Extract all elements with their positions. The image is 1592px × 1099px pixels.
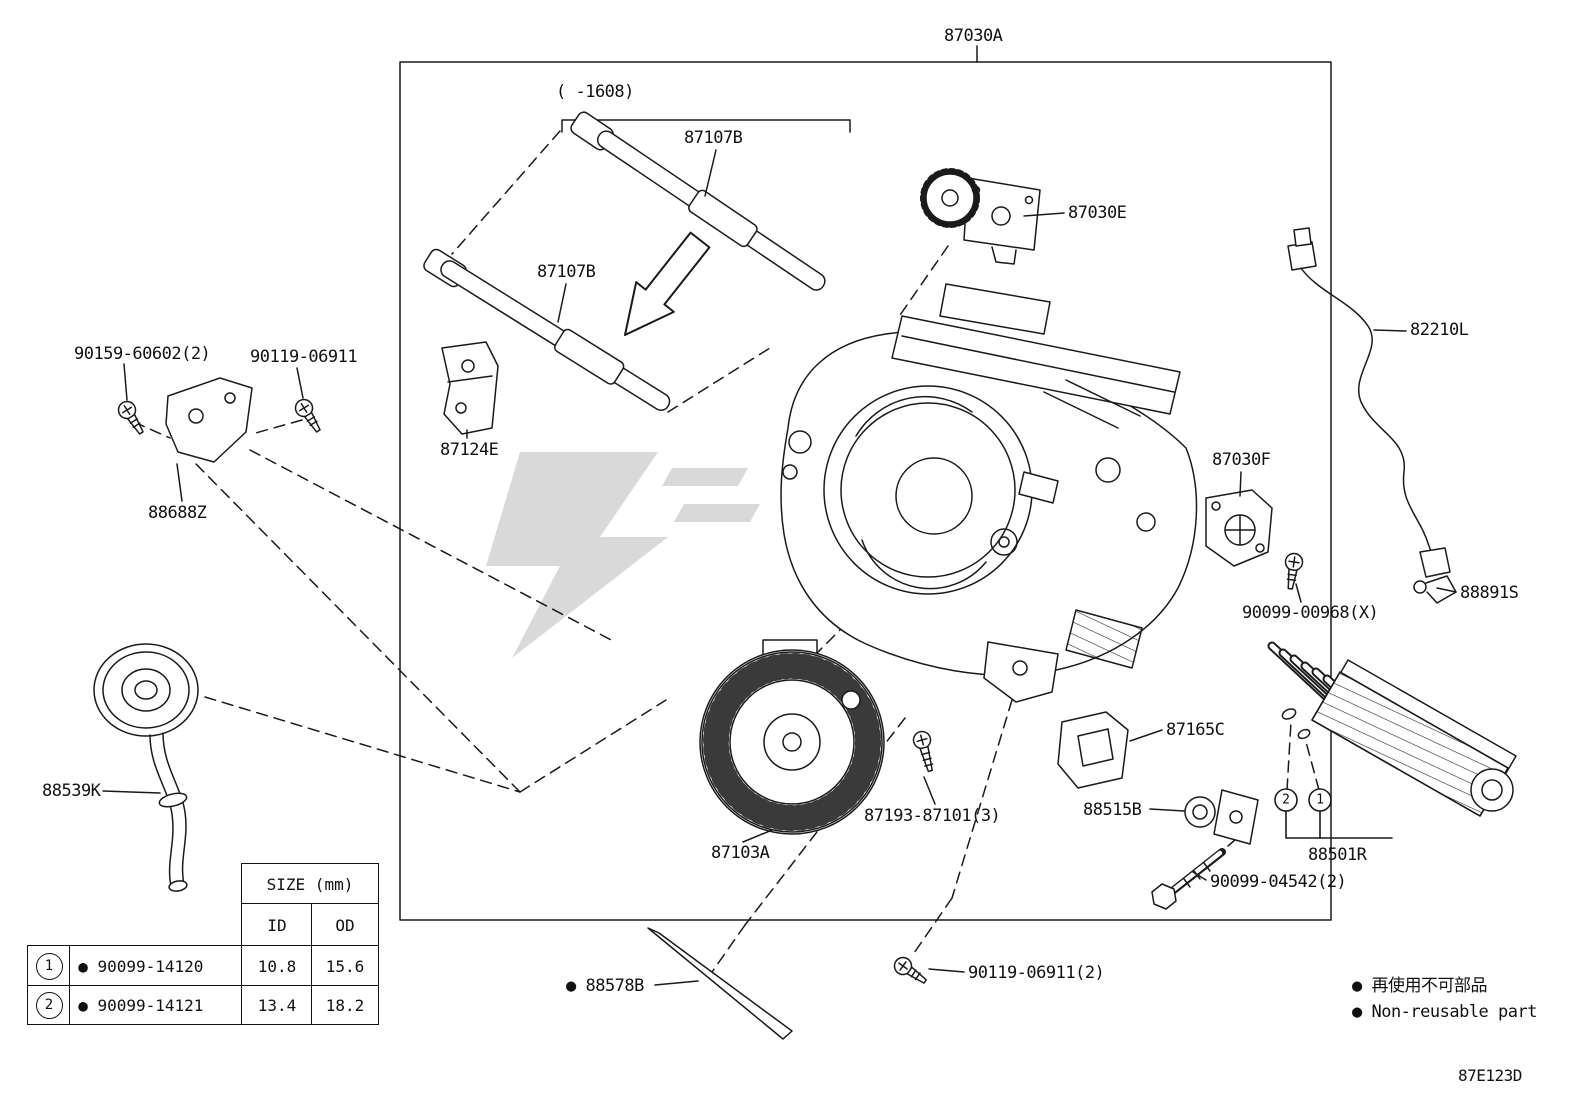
bracket-87124E <box>441 341 499 435</box>
part-label-90159-60602: 90159-60602(2) <box>74 344 211 364</box>
evaporator-88501R <box>1267 641 1517 817</box>
callout-2-badge: 2 <box>35 991 63 1019</box>
table-row-2-id: 13.4 <box>241 985 313 1025</box>
screw-90119-06911 <box>294 398 321 433</box>
part-label-87030E: 87030E <box>1068 203 1127 223</box>
part-label-87103A: 87103A <box>711 843 770 863</box>
part-label-87165C: 87165C <box>1166 720 1225 740</box>
bolt-90099-04542 <box>1151 848 1226 910</box>
heater-pipe-upper <box>570 111 826 291</box>
part-label-87107B-upper: 87107B <box>684 128 743 148</box>
part-label-88688Z: 88688Z <box>148 503 207 523</box>
screw-90099-00968 <box>1284 552 1304 590</box>
water-hose-88539K <box>93 643 199 892</box>
part-label-87107B-lower: 87107B <box>537 262 596 282</box>
part-label-88539K: 88539K <box>42 781 101 801</box>
part-label-87193-87101: 87193-87101(3) <box>864 806 1001 826</box>
table-row-2-callout: 2 <box>27 985 71 1025</box>
part-label-90099-00968: 90099-00968(X) <box>1242 603 1379 623</box>
clamp-88891S <box>1413 575 1457 604</box>
seal-88578B <box>647 927 793 1040</box>
hvac-case <box>780 283 1198 703</box>
callout-1-badge: 1 <box>35 952 63 980</box>
screw-87193-87101 <box>912 730 934 773</box>
table-row-1-callout: 1 <box>27 945 71 987</box>
screw-90159-60602 <box>117 400 144 435</box>
size-table-col-od: OD <box>311 903 379 947</box>
part-label-82210L: 82210L <box>1410 320 1469 340</box>
part-label-90099-04542: 90099-04542(2) <box>1210 872 1347 892</box>
direction-arrow-icon <box>624 231 711 336</box>
part-label-88501R: 88501R <box>1308 845 1367 865</box>
size-table-title: SIZE (mm) <box>241 863 379 905</box>
screw-90119-06911-2 <box>893 956 928 984</box>
range-note: ( -1608) <box>556 82 634 102</box>
range-bracket <box>561 119 851 133</box>
part-label-88891S: 88891S <box>1460 583 1519 603</box>
servo-motor-87030E <box>920 168 1041 265</box>
size-table-col-id: ID <box>241 903 313 947</box>
blower-motor <box>699 639 885 835</box>
table-row-1-id: 10.8 <box>241 945 313 987</box>
grommet-88515B <box>1184 789 1259 845</box>
legend-non-reusable-en: ● Non-reusable part <box>1352 1002 1537 1022</box>
callout-1: 1 <box>1316 793 1324 808</box>
bracket-88688Z <box>165 377 253 463</box>
heater-pipe-lower <box>423 248 671 411</box>
wire-harness-82210L <box>1287 227 1451 578</box>
size-table: SIZE (mm) ID OD 1 ● 90099-14120 10.8 15.… <box>27 863 379 1025</box>
evap-callouts <box>1274 788 1393 839</box>
part-label-87124E: 87124E <box>440 440 499 460</box>
diagram-code: 87E123D <box>1458 1066 1522 1085</box>
part-label-88578B: ● 88578B <box>566 976 644 996</box>
table-row-2-od: 18.2 <box>311 985 379 1025</box>
table-row-1-od: 15.6 <box>311 945 379 987</box>
legend-non-reusable-jp: ● 再使用不可部品 <box>1352 976 1487 996</box>
part-label-88515B: 88515B <box>1083 800 1142 820</box>
table-row-2-part: ● 90099-14121 <box>69 985 243 1025</box>
part-label-87030A: 87030A <box>944 26 1003 46</box>
hvac-part-87165C <box>1057 711 1129 789</box>
part-label-90119-06911-2: 90119-06911(2) <box>968 963 1105 983</box>
assembly-boundary <box>399 61 1332 921</box>
part-label-87030F: 87030F <box>1212 450 1271 470</box>
servo-motor-87030F <box>1205 489 1273 567</box>
leader-lines <box>102 45 1457 986</box>
table-row-1-part: ● 90099-14120 <box>69 945 243 987</box>
part-label-90119-06911: 90119-06911 <box>250 347 358 367</box>
watermark-logo <box>486 452 760 658</box>
callout-2: 2 <box>1282 793 1290 808</box>
